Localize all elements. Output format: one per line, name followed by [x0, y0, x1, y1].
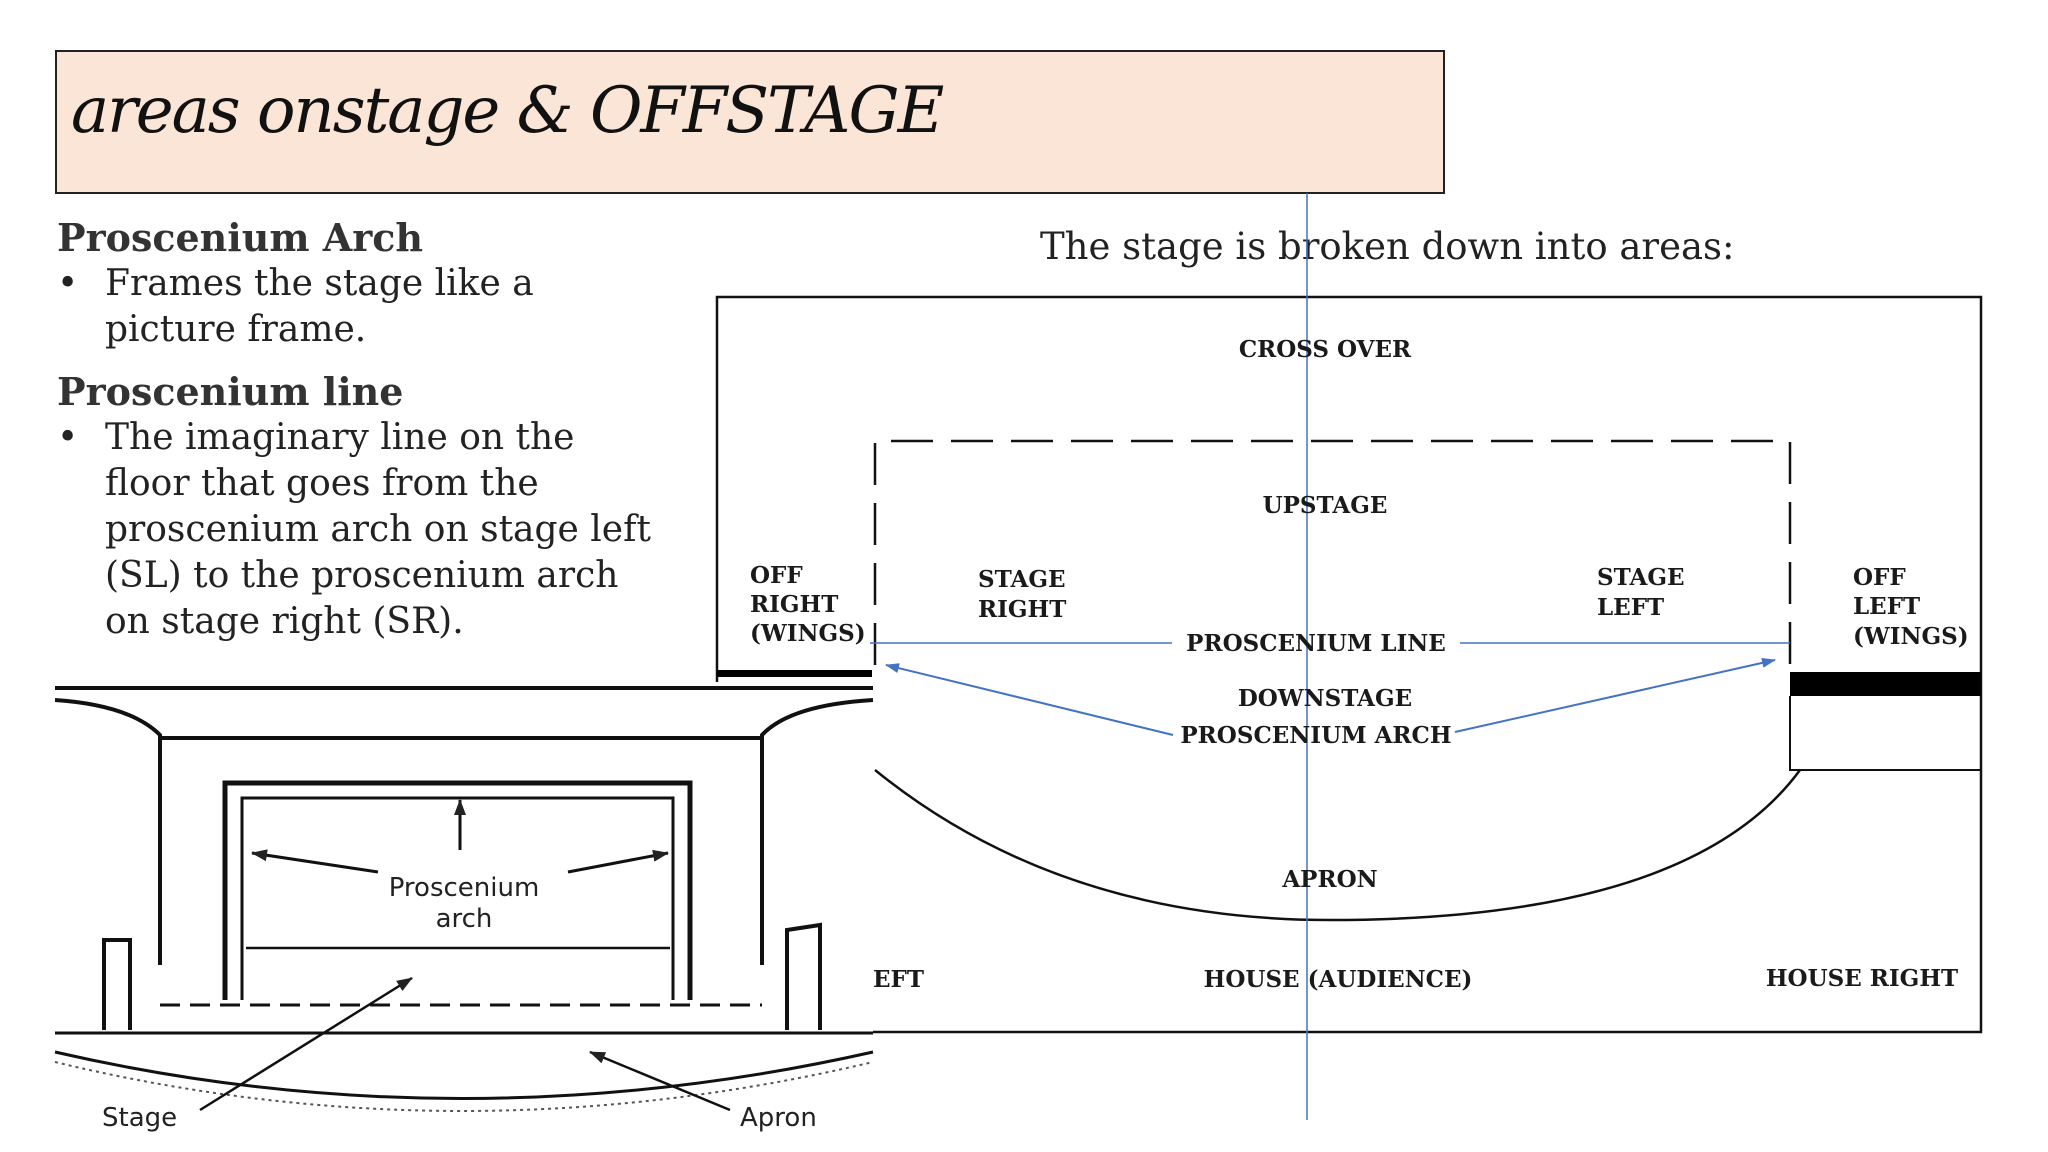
label-off-right-2: RIGHT: [750, 591, 838, 618]
label-proscenium-arch: PROSCENIUM ARCH: [1180, 722, 1451, 749]
label-upstage: UPSTAGE: [1263, 492, 1388, 519]
sketch-background: [55, 682, 873, 1122]
sketch-label-apron: Apron: [740, 1103, 817, 1133]
stage-dashed-outline: [873, 439, 1792, 665]
label-proscenium-line: PROSCENIUM LINE: [1186, 630, 1446, 657]
label-off-right-1: OFF: [750, 562, 803, 589]
proscenium-sketch: Proscenium arch Stage Apron: [54, 682, 874, 1133]
heading-proscenium-line: Proscenium line: [57, 369, 404, 414]
apron-step: [1789, 696, 1981, 771]
bullet-text-arch: Frames the stage like a picture frame.: [105, 263, 534, 350]
sketch-label-arch: arch: [436, 904, 493, 934]
label-off-left-2: LEFT: [1853, 593, 1920, 620]
arch-arrow-right: [1454, 657, 1776, 733]
bullet-proscenium-arch: • Frames the stage like a picture frame.: [57, 261, 657, 353]
label-apron: APRON: [1281, 866, 1377, 893]
label-stage-right-1: STAGE: [978, 566, 1066, 593]
bullet-dot: •: [57, 263, 79, 304]
stage-ground-plan: CROSS OVER UPSTAGE STAGE RIGHT STAGE LEF…: [715, 193, 1983, 1120]
diagram-caption: The stage is broken down into areas:: [1040, 225, 1735, 268]
left-wall-block: [1790, 672, 1981, 696]
label-house-left-partial: EFT: [873, 966, 924, 993]
label-stage-left-2: LEFT: [1597, 594, 1664, 621]
label-house-right: HOUSE RIGHT: [1766, 965, 1958, 992]
right-wall-stub: [717, 670, 872, 677]
slide-title: areas onstage & OFFSTAGE: [71, 74, 944, 148]
bullet-text-line: The imaginary line on the floor that goe…: [105, 417, 651, 642]
label-house-audience: HOUSE (AUDIENCE): [1204, 966, 1473, 993]
title-box: areas onstage & OFFSTAGE: [55, 50, 1445, 194]
sketch-label-proscenium: Proscenium: [389, 873, 540, 903]
apron-curve: [874, 769, 1802, 922]
plan-border: [715, 295, 1983, 1034]
label-off-right-3: (WINGS): [750, 620, 866, 647]
sketch-label-stage: Stage: [102, 1103, 177, 1133]
arch-arrow-left: [885, 663, 1174, 736]
definitions-panel: Proscenium Arch • Frames the stage like …: [57, 215, 657, 645]
label-stage-left-1: STAGE: [1597, 564, 1685, 591]
bullet-proscenium-line: • The imaginary line on the floor that g…: [57, 415, 657, 645]
label-downstage: DOWNSTAGE: [1238, 685, 1412, 712]
heading-proscenium-arch: Proscenium Arch: [57, 215, 424, 260]
label-off-left-3: (WINGS): [1853, 623, 1969, 650]
label-cross-over: CROSS OVER: [1239, 336, 1412, 363]
bullet-dot: •: [57, 417, 79, 458]
label-stage-right-2: RIGHT: [978, 596, 1066, 623]
label-off-left-1: OFF: [1853, 564, 1906, 591]
